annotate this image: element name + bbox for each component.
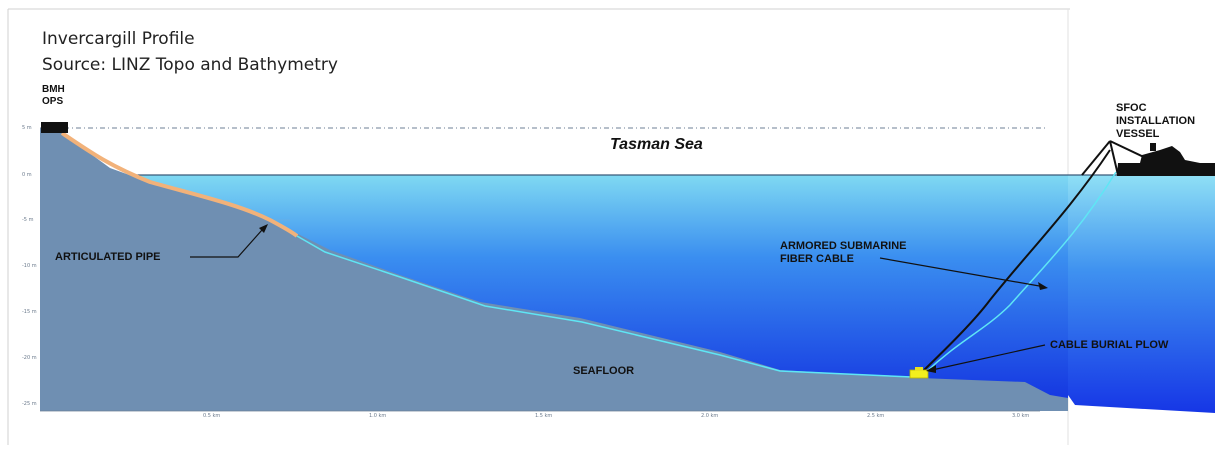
bmh-label-2: OPS (42, 96, 64, 107)
y-tick-label: -25 m (22, 401, 37, 407)
bmh-label-1: BMH (42, 84, 65, 95)
plow-label: CABLE BURIAL PLOW (1050, 339, 1169, 351)
seafloor-cable (296, 235, 913, 378)
vessel-label-2: INSTALLATION (1116, 115, 1196, 127)
callout-leaders (190, 229, 1046, 371)
y-tick-label: -10 m (22, 263, 37, 269)
sea-body-right (1068, 175, 1215, 413)
vessel-label-3: VESSEL (1116, 128, 1160, 140)
x-tick-label: 2.5 km (867, 413, 885, 419)
y-tick-label: 5 m (22, 125, 32, 131)
pipe-arrowhead (259, 224, 268, 233)
cable-label-2: FIBER CABLE (780, 253, 854, 265)
x-tick-label: 2.0 km (701, 413, 719, 419)
x-tick-label: 1.5 km (535, 413, 553, 419)
x-tick-label: 3.0 km (1012, 413, 1030, 419)
cable-arrowhead (1038, 282, 1048, 290)
y-tick-label: -20 m (22, 355, 37, 361)
sea-label: Tasman Sea (610, 136, 703, 153)
x-tick-label: 1.0 km (369, 413, 387, 419)
vessel-icon (1117, 143, 1215, 176)
pipe-label: ARTICULATED PIPE (55, 251, 161, 263)
articulated-pipe (60, 131, 299, 238)
seafloor-label: SEAFLOOR (573, 365, 635, 377)
bmh-building-icon (41, 122, 68, 133)
x-tick-label: 0.5 km (203, 413, 221, 419)
y-tick-label: -5 m (22, 217, 34, 223)
plow-icon (909, 367, 929, 379)
seafloor (40, 128, 1068, 411)
vessel-label-1: SFOC (1116, 102, 1147, 114)
plow-arrowhead (926, 365, 936, 373)
tow-line (921, 149, 1111, 373)
rising-cable (924, 171, 1117, 374)
title-line-1: Invercargill Profile (42, 29, 195, 49)
y-tick-label: 0 m (22, 172, 32, 178)
y-tick-label: -15 m (22, 309, 37, 315)
title-line-2: Source: LINZ Topo and Bathymetry (42, 55, 338, 75)
cable-label-1: ARMORED SUBMARINE (780, 240, 907, 252)
